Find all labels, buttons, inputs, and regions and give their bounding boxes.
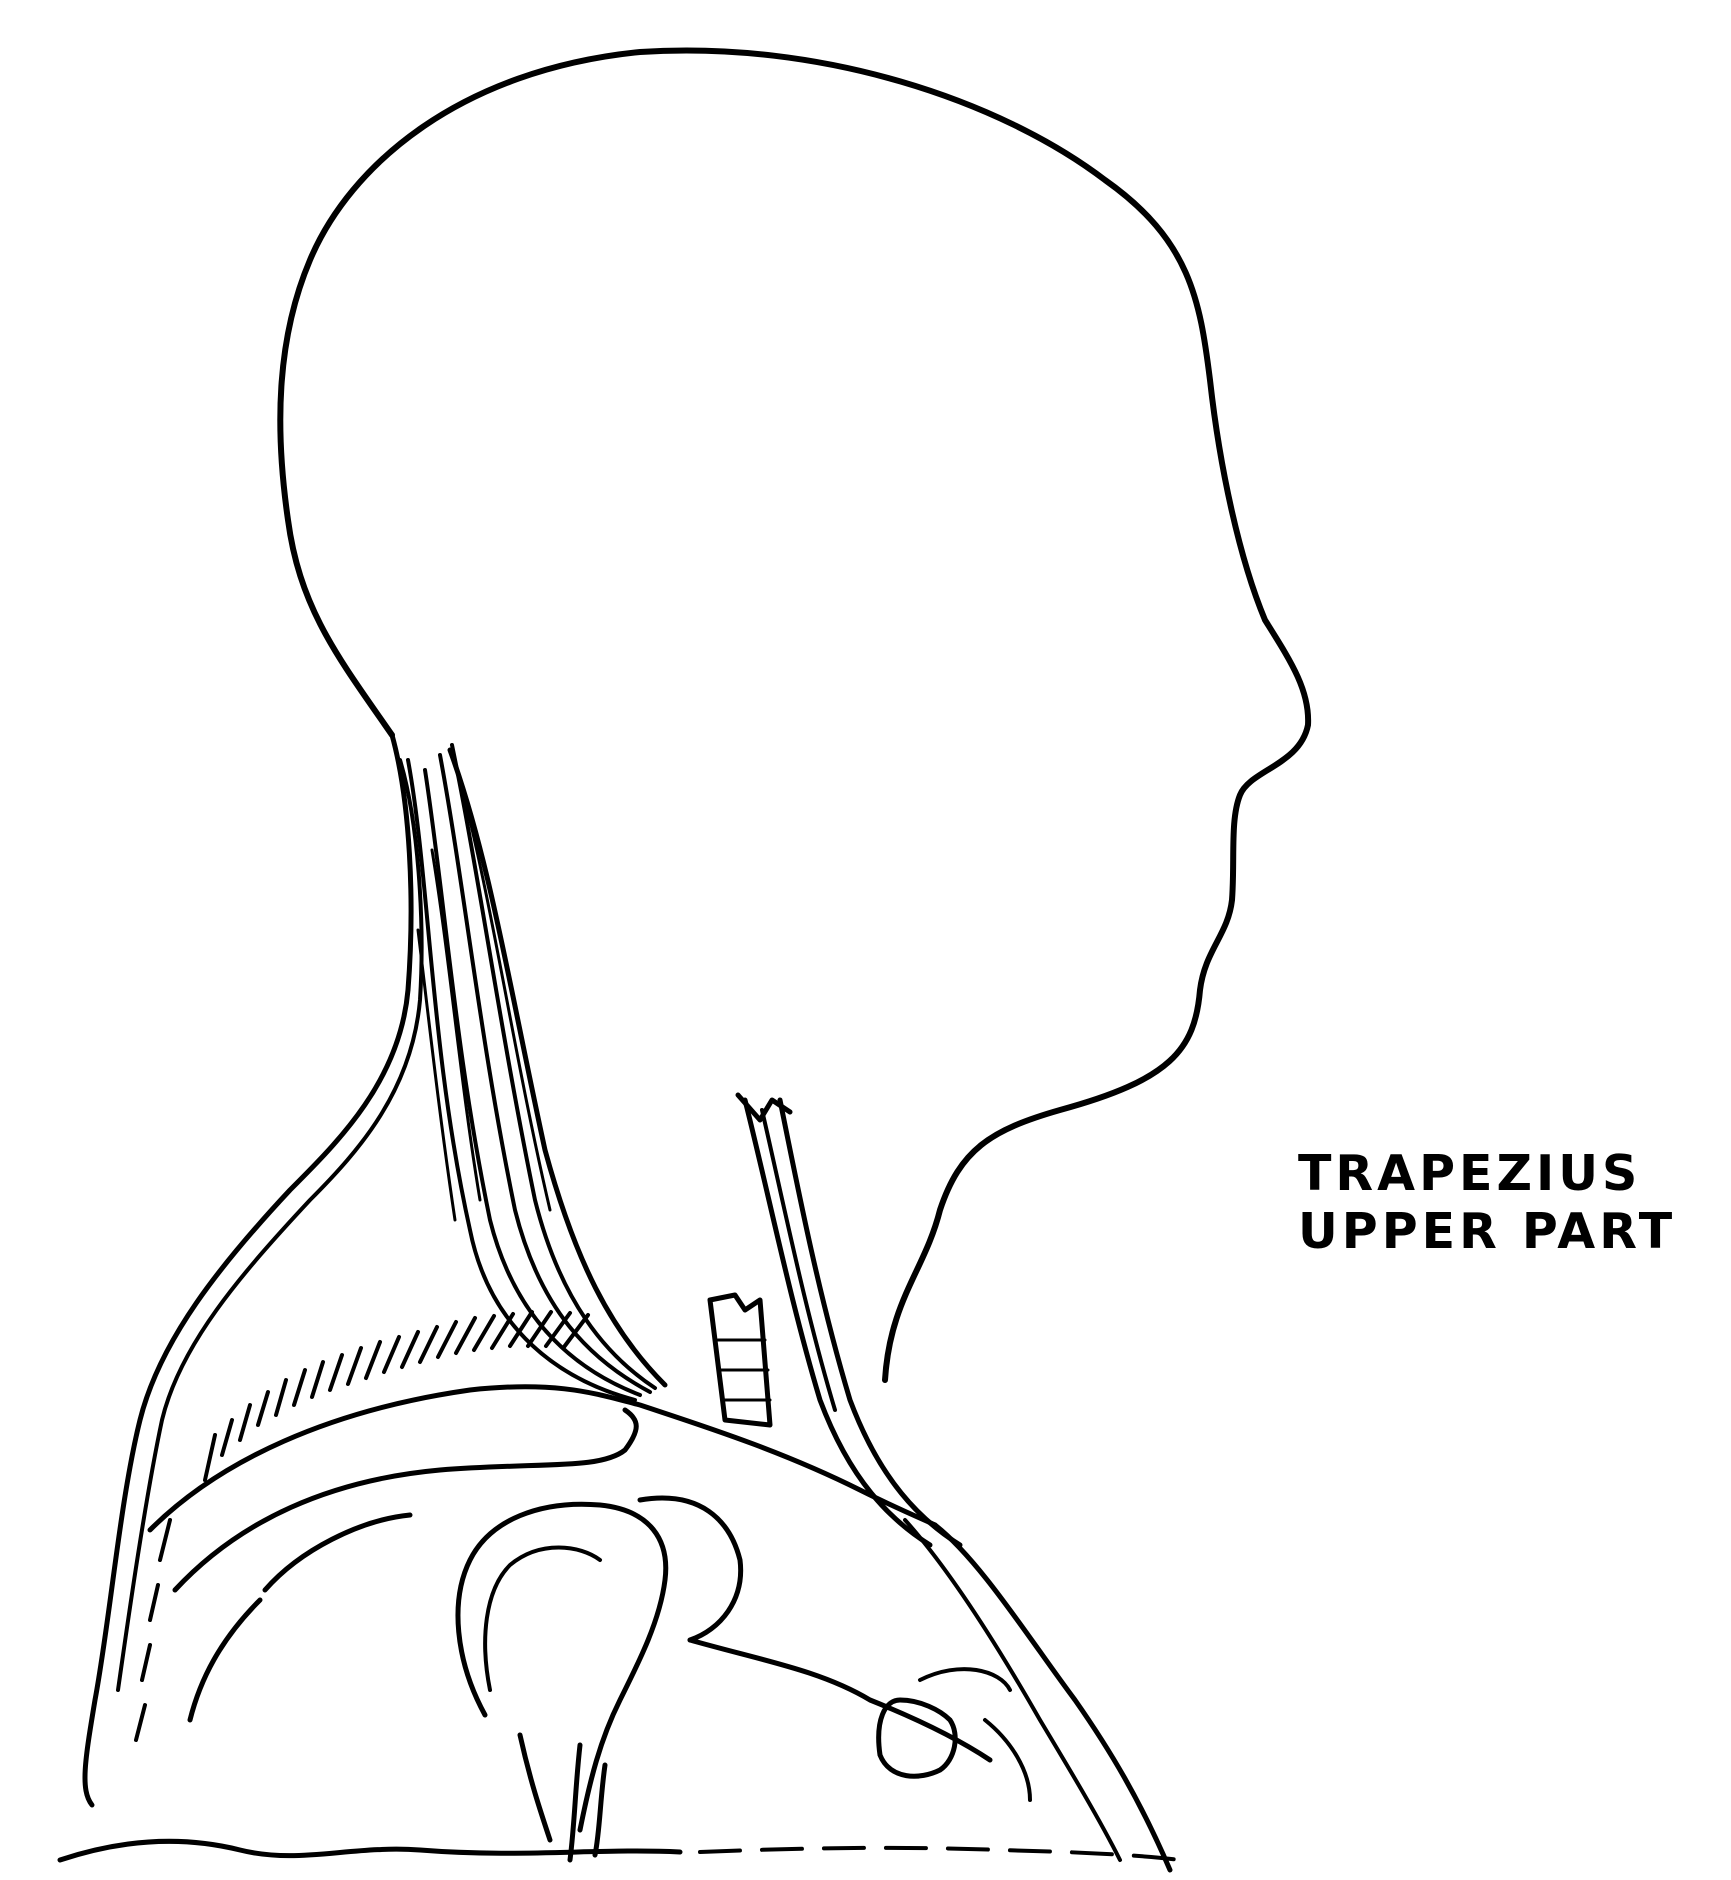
- trapezius-fibre: [450, 750, 665, 1385]
- muscle-label: TRAPEZIUS UPPER PART: [1298, 1145, 1676, 1261]
- chest-contour-inner: [905, 1520, 1120, 1860]
- bottom-edge-dashed: [700, 1848, 1180, 1860]
- sternocleidomastoid-2: [780, 1100, 960, 1545]
- rib-fragment: [879, 1700, 956, 1776]
- label-line-upper-part: UPPER PART: [1298, 1203, 1676, 1261]
- acromion-contour: [175, 1410, 636, 1590]
- scalene-fragment: [710, 1295, 770, 1425]
- sternocleidomastoid-3: [762, 1110, 835, 1410]
- scapula-line: [690, 1640, 990, 1760]
- label-line-trapezius: TRAPEZIUS: [1298, 1145, 1676, 1203]
- humeral-head-inner: [485, 1548, 600, 1691]
- rib-fragment-2: [920, 1669, 1030, 1800]
- chest-contour: [935, 1525, 1170, 1870]
- trapezius-fibre: [452, 745, 655, 1388]
- humerus-shaft: [520, 1735, 605, 1860]
- bottom-edge: [60, 1841, 680, 1860]
- humeral-head: [458, 1504, 666, 1830]
